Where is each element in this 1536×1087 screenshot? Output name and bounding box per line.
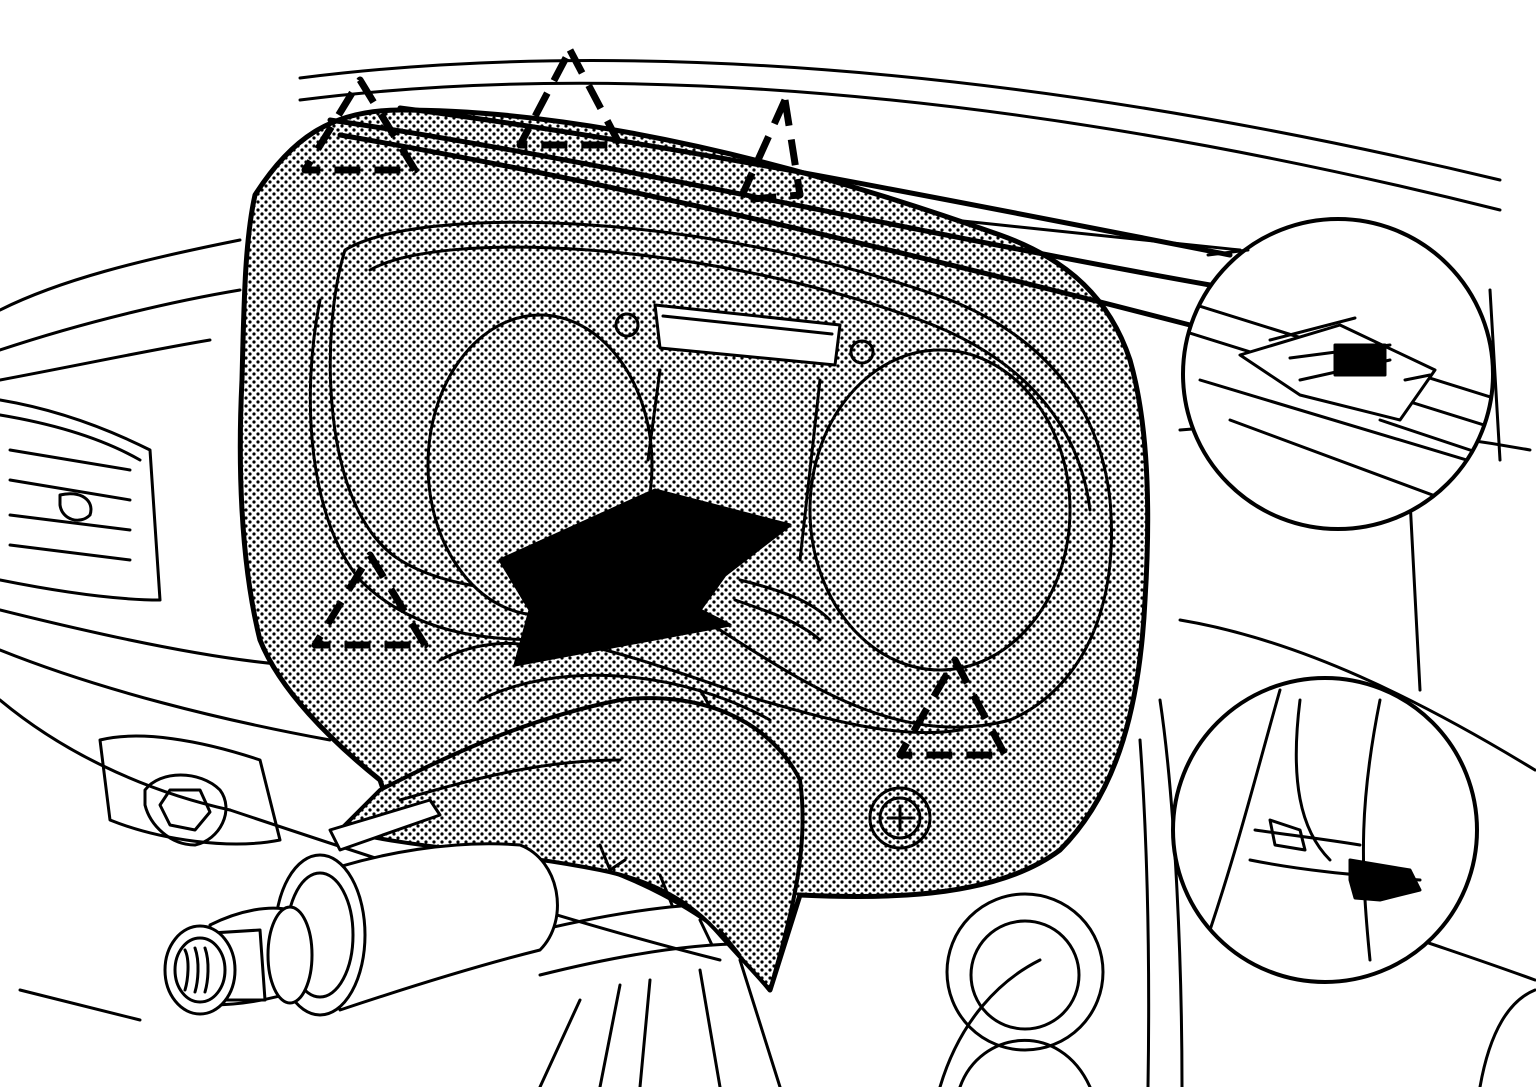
lower-clip-detail: [1171, 676, 1479, 984]
clip-marker-triangle: [736, 96, 804, 204]
ignition-switch: [98, 734, 282, 847]
clip-marker-triangle: [896, 656, 1009, 759]
removal-direction-arrow: [498, 488, 792, 667]
column-shroud: [328, 696, 805, 992]
left-air-vent: [0, 398, 162, 602]
key-cylinder: [163, 842, 559, 1017]
retaining-clip-detail: [1181, 217, 1495, 531]
clip-marker-triangle: [516, 46, 624, 149]
clip-marker-triangle: [311, 551, 429, 649]
clip-marker-triangle: [301, 76, 419, 174]
right-round-vent: [945, 892, 1105, 1087]
clip-markers: [301, 46, 1009, 759]
